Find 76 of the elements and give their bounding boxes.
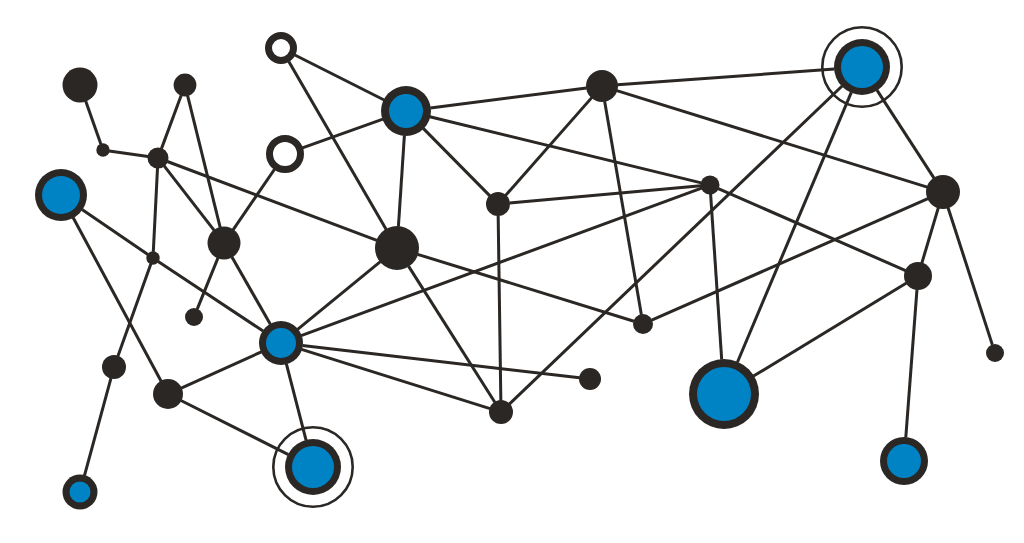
connector-line (83, 377, 113, 476)
network-node (633, 314, 653, 334)
target-node (821, 26, 903, 108)
network-node (579, 368, 601, 390)
connector-line (407, 265, 497, 404)
ring-node (265, 32, 297, 64)
network-node (62, 67, 98, 103)
connector-line (603, 101, 643, 315)
network-node (381, 86, 431, 136)
connector-line (116, 263, 153, 357)
connector-line (717, 187, 907, 272)
connector-line (157, 260, 264, 333)
network-node (185, 308, 203, 326)
connector-line (151, 167, 159, 252)
network-node (146, 251, 160, 265)
network-node (207, 226, 241, 260)
connector-line (904, 289, 919, 438)
connector-line (284, 363, 308, 441)
connector-line (429, 115, 702, 185)
target-node (272, 426, 354, 508)
connector-line (396, 135, 406, 227)
network-node (375, 226, 419, 270)
connector-line (162, 164, 216, 232)
network-node (96, 143, 110, 157)
network-node (700, 175, 720, 195)
network-node (486, 192, 510, 216)
connector-line (287, 60, 388, 231)
connector-line (946, 207, 994, 346)
connector-line (195, 257, 220, 310)
connector-line (496, 215, 503, 401)
connector-line (430, 86, 587, 110)
connector-line (294, 53, 385, 102)
network-node (586, 70, 618, 102)
connector-line (301, 117, 384, 150)
connector-line (736, 91, 853, 363)
connector-line (709, 193, 724, 360)
connector-line (417, 252, 635, 323)
connector-line (230, 256, 272, 326)
connector-line (186, 95, 222, 228)
connector-line (422, 127, 491, 197)
network-node (147, 147, 169, 169)
connector-line (752, 281, 908, 378)
connector-line (84, 100, 103, 145)
connector-line (504, 96, 593, 197)
connector-line (875, 89, 936, 179)
connector-line (920, 207, 940, 264)
connector-line (617, 67, 835, 87)
connector-line (296, 260, 382, 331)
connector-line (108, 149, 149, 159)
connector-line (508, 84, 844, 406)
network-node (926, 175, 960, 209)
network-node (62, 474, 98, 510)
connector-line (231, 168, 276, 231)
network-node (880, 437, 928, 485)
connector-line (302, 344, 580, 380)
network-node (986, 344, 1004, 362)
network-node (35, 169, 87, 221)
network-node (489, 400, 513, 424)
connector-line (301, 348, 491, 410)
connector-line (180, 399, 290, 456)
network-node (259, 321, 303, 365)
connector-line (616, 89, 928, 189)
connector-line (180, 350, 262, 390)
connector-line (509, 184, 702, 205)
network-node (689, 359, 759, 429)
connector-line (160, 94, 183, 150)
network-node (173, 73, 197, 97)
ring-node (266, 135, 304, 173)
network-node (153, 379, 183, 409)
connector-line (166, 160, 378, 242)
connector-line (81, 208, 149, 256)
network-node (904, 262, 932, 290)
network-node (102, 355, 126, 379)
connector-line (651, 197, 929, 322)
connector-line (71, 216, 163, 382)
connector-line (300, 186, 703, 337)
